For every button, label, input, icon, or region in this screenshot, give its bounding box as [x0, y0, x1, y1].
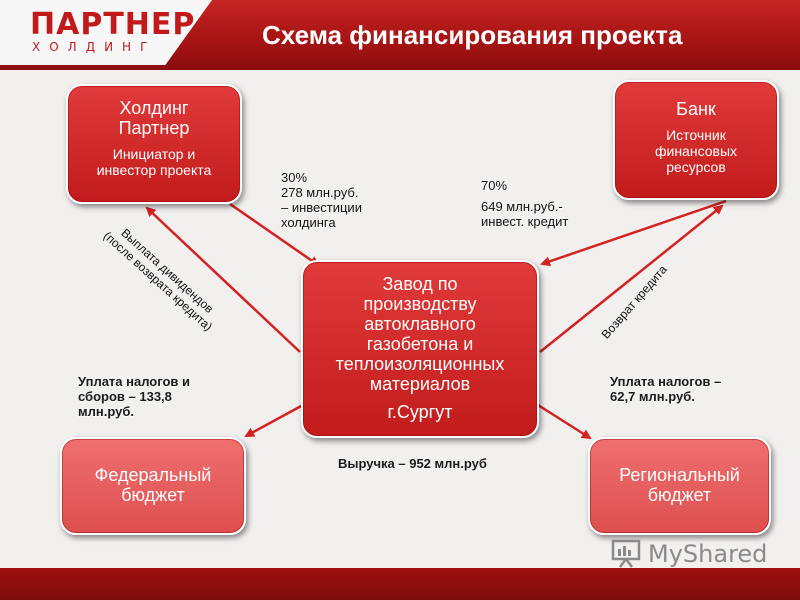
- node-federal-budget: Федеральный бюджет: [60, 437, 246, 535]
- presentation-icon: [611, 539, 641, 568]
- node-plant-city: г.Сургут: [387, 402, 453, 422]
- header-bar: ПАРТНЕР ХОЛДИНГ Схема финансирования про…: [0, 0, 800, 70]
- label-credit-group: 70% 649 млн.руб.- инвест. кредит: [481, 178, 568, 229]
- node-holding-subtitle: Инициатор и инвестор проекта: [96, 146, 212, 178]
- node-federal-title: Федеральный бюджет: [94, 465, 212, 505]
- arrow-bank-to-plant: [540, 199, 727, 267]
- node-regional-title: Региональный бюджет: [619, 465, 740, 505]
- label-revenue: Выручка – 952 млн.руб: [338, 456, 487, 471]
- node-regional-budget: Региональный бюджет: [588, 437, 771, 535]
- logo-sub-text: ХОЛДИНГ: [32, 40, 157, 54]
- label-tax-regional: Уплата налогов – 62,7 млн.руб.: [610, 374, 722, 404]
- node-plant-title: Завод по производству автоклавного газоб…: [335, 274, 505, 394]
- node-holding-title: Холдинг Партнер: [118, 98, 190, 138]
- node-bank-subtitle: Источник финансовых ресурсов: [654, 127, 738, 175]
- label-credit-percent: 70%: [481, 178, 508, 193]
- arrow-plant-to-federal: [244, 403, 304, 438]
- label-investment: 30% 278 млн.руб. – инвестиции холдинга: [281, 170, 362, 230]
- label-tax-federal: Уплата налогов и сборов – 133,8 млн.руб.: [78, 374, 191, 419]
- node-bank: Банк Источник финансовых ресурсов: [613, 80, 779, 200]
- logo-main-text: ПАРТНЕР: [30, 7, 196, 42]
- arrow-plant-to-holding: [145, 206, 301, 353]
- label-credit: 649 млн.руб.- инвест. кредит: [481, 199, 569, 229]
- node-bank-title: Банк: [676, 99, 716, 119]
- page-title: Схема финансирования проекта: [262, 20, 683, 50]
- watermark-text: MyShared: [648, 540, 768, 568]
- arrow-plant-to-bank: [539, 204, 724, 353]
- node-holding: Холдинг Партнер Инициатор и инвестор про…: [66, 84, 242, 204]
- arrow-holding-to-plant: [229, 202, 320, 267]
- footer-bar: [0, 568, 800, 600]
- arrow-plant-to-regional: [537, 403, 592, 440]
- node-plant: Завод по производству автоклавного газоб…: [301, 260, 539, 438]
- logo: ПАРТНЕР ХОЛДИНГ: [0, 0, 212, 65]
